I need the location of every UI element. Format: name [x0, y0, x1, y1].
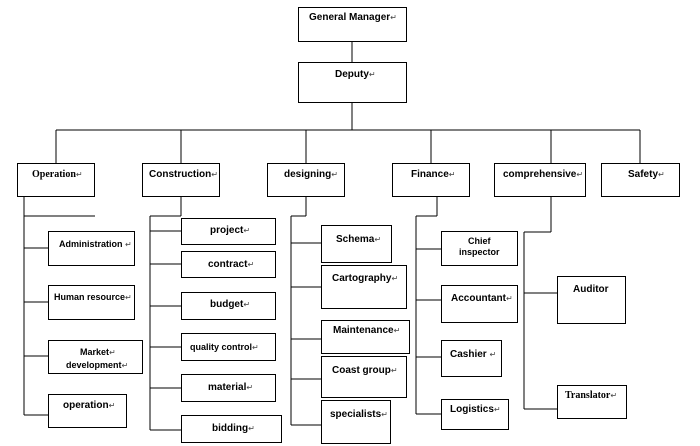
unit-human-resource: Human resource↵: [48, 285, 135, 320]
unit-chief-line1: Chief: [456, 236, 511, 247]
unit-auditor: Auditor: [557, 276, 626, 324]
unit-schema: Schema↵: [321, 225, 392, 263]
unit-accountant: Accountant↵: [441, 285, 518, 323]
unit-project: project↵: [181, 218, 276, 245]
unit-quality-control-label: quality control: [190, 342, 253, 352]
unit-material-label: material: [208, 382, 247, 393]
paragraph-mark: ↵: [121, 361, 129, 370]
paragraph-mark: ↵: [246, 383, 254, 392]
unit-market-line1: Market↵: [66, 346, 136, 359]
unit-contract: contract↵: [181, 251, 276, 278]
unit-translator-label: Translator: [565, 390, 611, 401]
department-comprehensive-label: comprehensive: [503, 169, 577, 180]
paragraph-mark: ↵: [576, 170, 584, 179]
paragraph-mark: ↵: [391, 274, 399, 283]
paragraph-mark: ↵: [448, 170, 456, 179]
unit-specialists-label: specialists: [330, 409, 382, 420]
paragraph-mark: ↵: [390, 13, 397, 22]
paragraph-mark: ↵: [243, 300, 251, 309]
department-construction-label: Construction: [149, 169, 212, 180]
department-finance-label: Finance: [411, 169, 449, 180]
paragraph-mark: ↵: [374, 235, 382, 244]
unit-maintenance-label: Maintenance: [333, 325, 394, 336]
paragraph-mark: ↵: [248, 424, 255, 433]
department-safety: Safety↵: [601, 163, 680, 197]
unit-contract-label: contract: [208, 259, 248, 270]
department-operation-label: Operation: [32, 169, 76, 180]
paragraph-mark: ↵: [108, 401, 116, 410]
paragraph-mark: ↵: [390, 366, 398, 375]
paragraph-mark: ↵: [489, 350, 497, 359]
paragraph-mark: ↵: [331, 170, 338, 179]
unit-cashier: Cashier ↵: [441, 340, 502, 377]
unit-bidding: bidding↵: [181, 415, 282, 443]
unit-accountant-label: Accountant: [451, 293, 506, 304]
unit-quality-control: quality control↵: [181, 333, 276, 361]
unit-project-label: project: [210, 225, 244, 236]
paragraph-mark: ↵: [125, 240, 132, 249]
paragraph-mark: ↵: [658, 170, 665, 179]
unit-coast-group-label: Coast group: [332, 365, 391, 376]
general-manager-label: General Manager: [309, 12, 391, 23]
unit-translator: Translator↵: [557, 385, 627, 419]
paragraph-mark: ↵: [493, 405, 501, 414]
unit-administration: Administration ↵: [48, 231, 135, 266]
unit-cartography: Cartography↵: [321, 265, 407, 309]
unit-budget-label: budget: [210, 299, 244, 310]
department-operation: Operation↵: [17, 163, 95, 197]
general-manager-box: General Manager↵: [298, 7, 407, 42]
paragraph-mark: ↵: [610, 391, 618, 400]
unit-maintenance: Maintenance↵: [321, 320, 410, 354]
unit-logistics: Logistics↵: [441, 399, 509, 430]
unit-coast-group: Coast group↵: [321, 356, 407, 398]
unit-operation-label: operation: [63, 400, 109, 411]
paragraph-mark: ↵: [125, 293, 132, 302]
paragraph-mark: ↵: [75, 170, 83, 179]
unit-operation: operation↵: [48, 394, 127, 428]
department-finance: Finance↵: [392, 163, 470, 197]
department-comprehensive: comprehensive↵: [494, 163, 586, 197]
department-construction: Construction↵: [142, 163, 220, 197]
paragraph-mark: ↵: [252, 343, 259, 352]
paragraph-mark: ↵: [109, 348, 116, 357]
unit-material: material↵: [181, 374, 276, 402]
paragraph-mark: ↵: [368, 70, 376, 79]
unit-chief-line2-text: inspector: [459, 247, 500, 257]
unit-auditor-label: Auditor: [573, 284, 609, 295]
unit-cashier-label: Cashier: [450, 349, 487, 360]
deputy-box: Deputy↵: [298, 62, 407, 103]
unit-chief-line2: inspector: [456, 247, 511, 258]
unit-cartography-label: Cartography: [332, 273, 392, 284]
department-designing: designing↵: [267, 163, 345, 197]
department-designing-label: designing: [284, 169, 332, 180]
paragraph-mark: ↵: [211, 170, 218, 179]
unit-chief-inspector: Chief inspector: [441, 231, 518, 266]
department-safety-label: Safety: [628, 169, 659, 180]
paragraph-mark: ↵: [393, 326, 401, 335]
unit-schema-label: Schema: [336, 234, 375, 245]
paragraph-mark: ↵: [506, 294, 513, 303]
unit-market-line2: development↵: [66, 359, 136, 372]
unit-administration-label: Administration: [59, 239, 123, 249]
unit-logistics-label: Logistics: [450, 404, 494, 415]
unit-budget: budget↵: [181, 292, 276, 320]
unit-market-line1-text: Market: [80, 347, 110, 357]
unit-human-resource-label: Human resource: [54, 292, 126, 302]
paragraph-mark: ↵: [247, 260, 255, 269]
unit-market-line2-text: development: [66, 360, 122, 370]
unit-chief-line1-text: Chief: [468, 236, 491, 246]
deputy-label: Deputy: [335, 69, 369, 80]
unit-bidding-label: bidding: [212, 423, 249, 434]
unit-market-development: Market↵ development↵: [48, 340, 143, 374]
unit-specialists: specialists↵: [321, 400, 391, 444]
paragraph-mark: ↵: [243, 226, 251, 235]
paragraph-mark: ↵: [381, 410, 388, 419]
